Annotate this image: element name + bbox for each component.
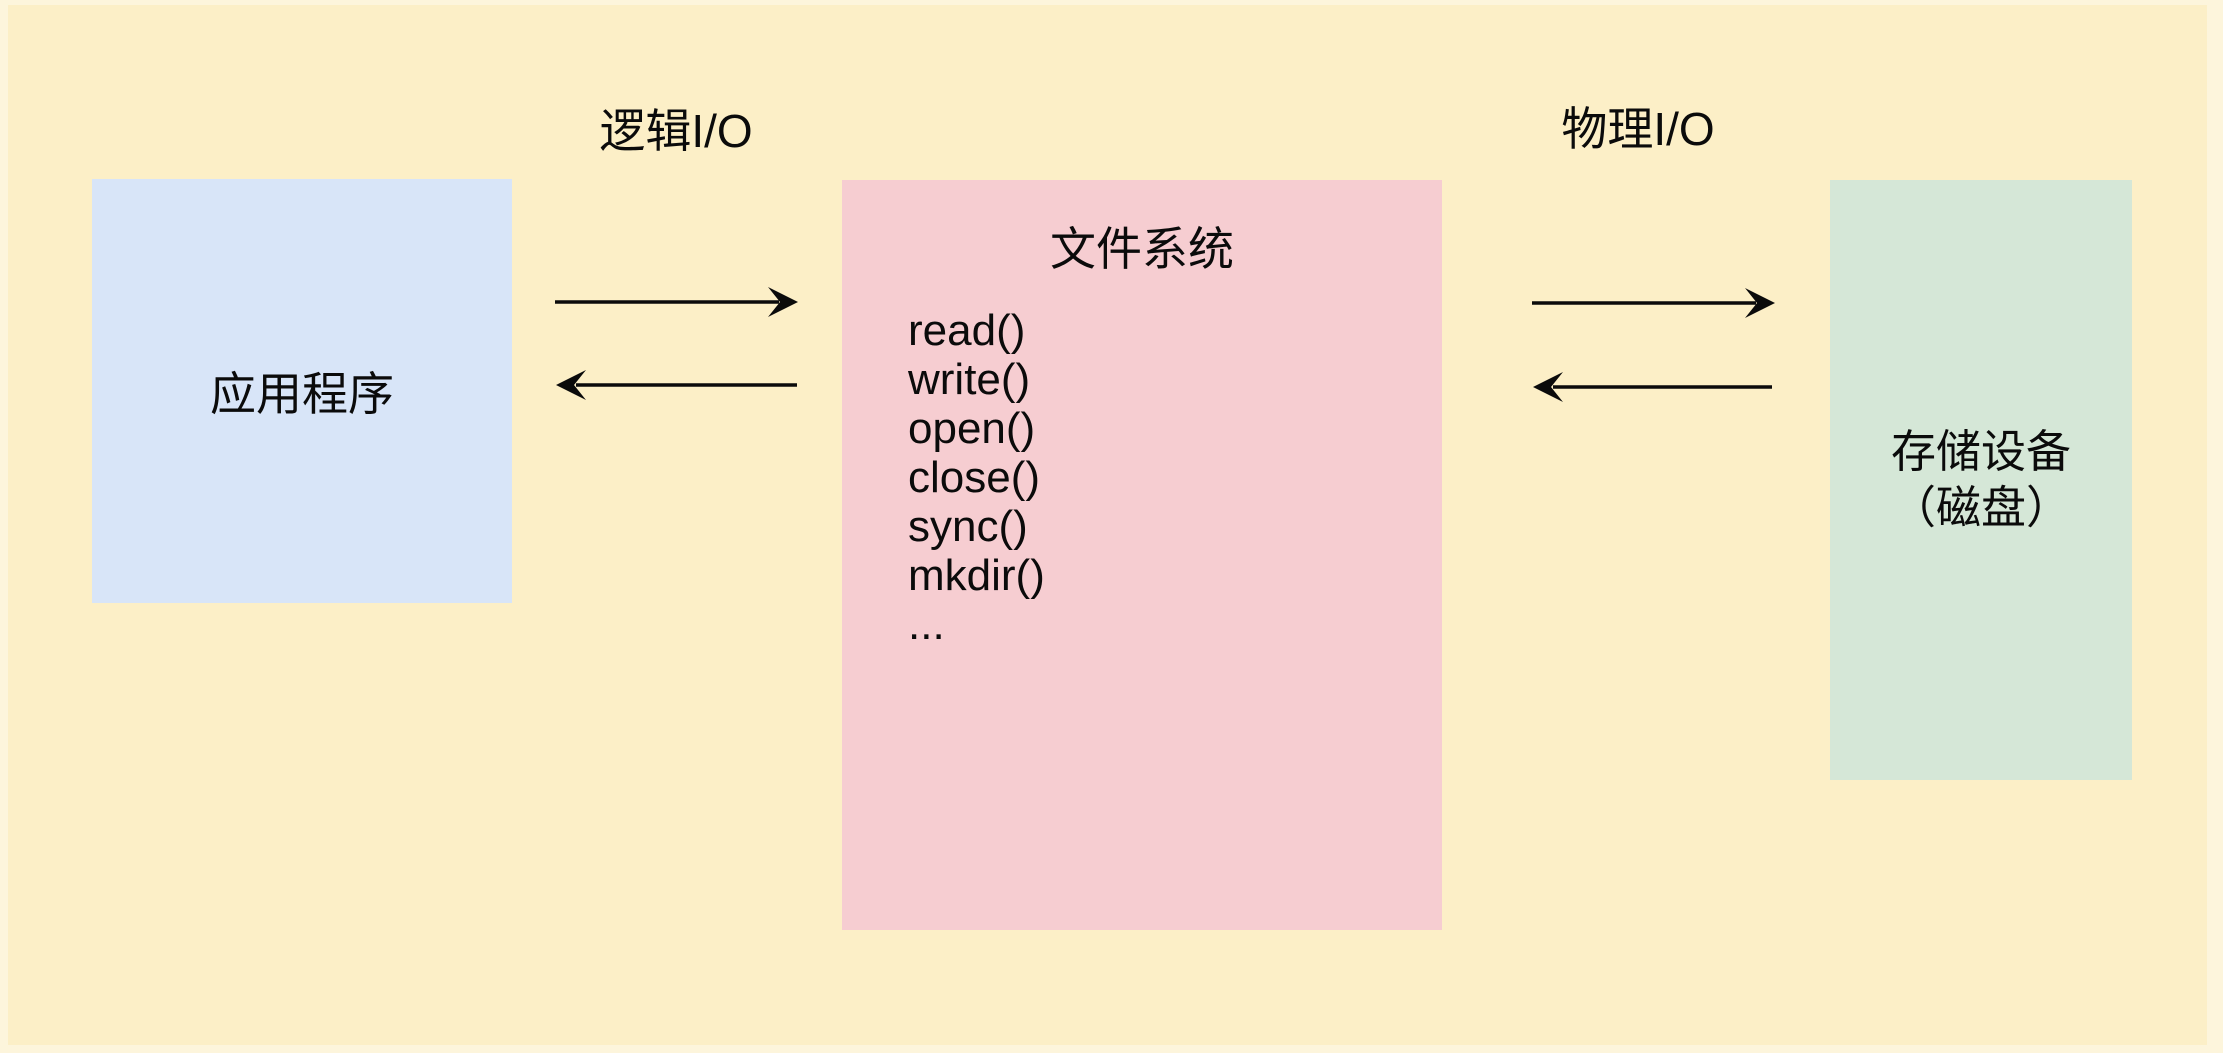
function-item: sync() <box>908 502 1028 551</box>
filesystem-box: 文件系统 read()write()open()close()sync()mkd… <box>842 180 1442 930</box>
function-item: mkdir() <box>908 551 1045 600</box>
function-item: read() <box>908 306 1026 355</box>
function-item: write() <box>908 355 1031 404</box>
function-item: open() <box>908 404 1036 453</box>
filesystem-title: 文件系统 <box>1050 223 1234 275</box>
function-item: ... <box>908 600 945 649</box>
application-box: 应用程序 <box>92 179 512 603</box>
storage-box: 存储设备 （磁盘） <box>1830 180 2132 780</box>
application-label: 应用程序 <box>210 368 394 420</box>
logical-io-label: 逻辑I/O <box>599 105 753 157</box>
storage-label-line2: （磁盘） <box>1890 482 2071 533</box>
filesystem-function-list: read()write()open()close()sync()mkdir().… <box>908 306 1442 649</box>
physical-io-label: 物理I/O <box>1561 103 1715 155</box>
function-item: close() <box>908 453 1041 502</box>
storage-label-line1: 存储设备 <box>1890 426 2071 477</box>
